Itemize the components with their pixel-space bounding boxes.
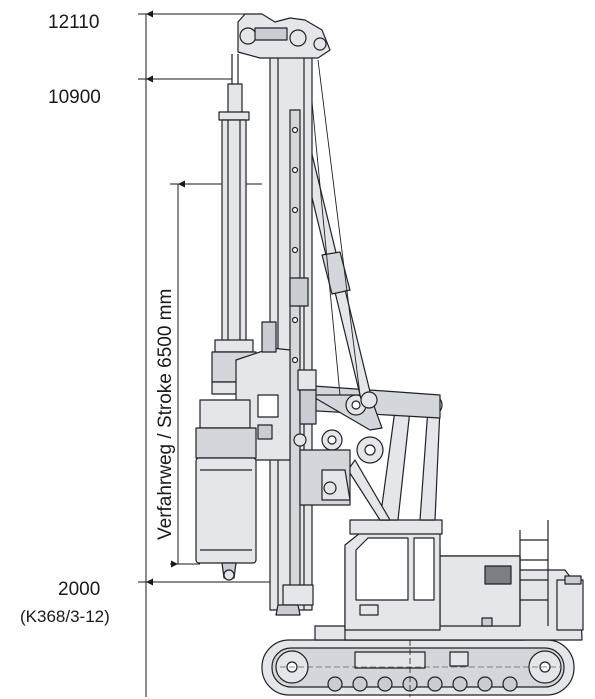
dimension-lines	[138, 10, 290, 697]
label-stroke: Verfahrweg / Stroke 6500 mm	[155, 289, 176, 540]
label-base-note: (K368/3-12)	[20, 607, 110, 626]
crawler-track	[261, 639, 575, 697]
mast	[269, 54, 317, 616]
kelly-bar	[211, 83, 257, 395]
backstay-lines	[307, 59, 361, 396]
rotary-drive	[195, 321, 351, 506]
mast-head	[231, 13, 331, 90]
label-mast-height: 10900	[48, 87, 101, 108]
a-frame	[299, 384, 443, 521]
label-base-height: 2000	[58, 579, 100, 600]
rig-machine	[195, 13, 584, 697]
drill-bucket	[195, 457, 257, 581]
cab-roof-frame	[349, 519, 443, 535]
operator-cab	[344, 532, 493, 631]
label-top-height: 12110	[48, 12, 99, 33]
